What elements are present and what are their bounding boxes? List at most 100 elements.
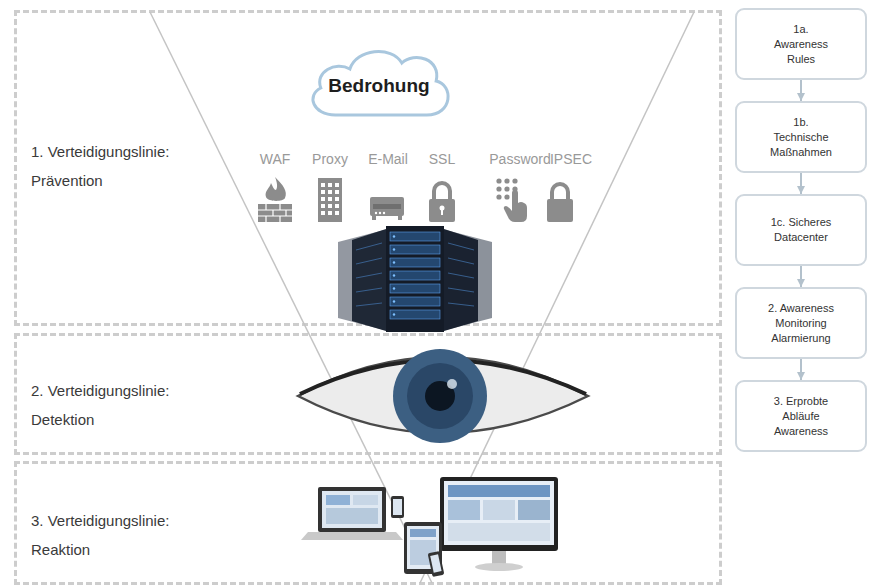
threat-cloud: Bedrohung <box>300 39 458 123</box>
proxy-icon <box>318 178 342 222</box>
server-rack <box>390 258 440 267</box>
icon-label-slot: Password <box>489 151 550 167</box>
box-label: 3. Erprobte Abläufe Awareness <box>766 394 836 439</box>
server-rack <box>393 274 395 276</box>
padlock-icon <box>434 183 450 200</box>
keypad-icon <box>504 190 527 222</box>
proxy-icon <box>335 197 339 201</box>
server-rack <box>448 273 474 278</box>
devices-illustration <box>410 529 436 537</box>
padlock-icon <box>429 199 455 222</box>
server-rack <box>390 297 440 306</box>
proxy-icon <box>321 183 325 187</box>
box-label: 1c. Sicheres Datacenter <box>766 215 836 245</box>
padlock-icon <box>547 199 573 222</box>
firewall-icon <box>258 204 292 222</box>
funnel-lines <box>150 12 432 583</box>
keypad-icon <box>512 178 517 183</box>
process-box: 1a. Awareness Rules <box>735 8 867 80</box>
devices-illustration <box>301 532 403 540</box>
devices-illustration <box>301 477 558 577</box>
icon-label: IPSEC <box>550 151 592 167</box>
server-rack <box>356 243 382 250</box>
proxy-icon <box>321 190 325 194</box>
firewall-icon <box>265 204 266 210</box>
server-rack <box>356 258 382 264</box>
keypad-icon <box>504 186 509 191</box>
padlock-icon <box>441 209 443 215</box>
server-rack <box>390 284 440 293</box>
devices-illustration <box>353 495 378 505</box>
flow-arrow <box>800 80 802 101</box>
server-rack <box>448 258 474 264</box>
server-rack <box>393 313 395 315</box>
mail-appliance-icon <box>383 212 385 214</box>
icon-label-slot: E-Mail <box>368 151 408 167</box>
mail-appliance-icon <box>372 216 376 220</box>
keypad-icon <box>504 178 509 183</box>
firewall-icon <box>258 215 292 216</box>
band-label: 1. Verteidigungslinie: Prävention <box>31 137 211 195</box>
proxy-icon <box>328 197 332 201</box>
server-rack <box>352 229 386 331</box>
box-label: 2. Awareness Monitoring Alarmierung <box>766 301 836 346</box>
firewall-icon <box>279 204 280 210</box>
devices-illustration <box>326 495 350 505</box>
server-rack <box>386 226 444 332</box>
devices-illustration <box>444 481 554 545</box>
server-rack <box>338 226 492 332</box>
keypad-icon <box>512 186 517 191</box>
server-rack <box>356 303 382 306</box>
devices-illustration <box>326 508 378 524</box>
devices-illustration <box>448 523 550 541</box>
devices-illustration <box>428 551 445 577</box>
defense-band: 2. Verteidigungslinie: Detektion <box>14 333 722 455</box>
icon-label-slot: WAF <box>260 151 291 167</box>
devices-illustration <box>448 485 550 497</box>
keypad-icon <box>496 194 501 199</box>
keypad-icon <box>496 178 501 183</box>
eye-illustration <box>298 349 588 443</box>
funnel-lines <box>420 12 694 583</box>
server-rack <box>390 310 440 319</box>
server-rack <box>446 230 492 330</box>
icon-label: Proxy <box>312 151 348 167</box>
mail-appliance-icon <box>398 216 402 220</box>
icon-label: Password <box>489 151 550 167</box>
devices-illustration <box>407 526 439 569</box>
server-rack <box>338 230 384 330</box>
band-label: 3. Verteidigungslinie: Reaktion <box>31 506 211 564</box>
padlock-icon <box>440 206 445 211</box>
devices-illustration <box>430 554 441 572</box>
icon-label-slot: SSL <box>429 151 455 167</box>
defense-band: 1. Verteidigungslinie: Prävention Bedrohu… <box>14 10 722 326</box>
devices-illustration <box>440 477 558 551</box>
eye-illustration <box>298 357 588 433</box>
mail-appliance-icon <box>370 197 404 216</box>
server-rack <box>448 288 474 292</box>
firewall-icon <box>279 216 280 222</box>
flow-arrow <box>800 359 802 380</box>
devices-illustration <box>404 522 442 574</box>
proxy-icon <box>328 183 332 187</box>
cloud-label: Bedrohung <box>328 65 429 97</box>
proxy-icon <box>335 190 339 194</box>
proxy-icon <box>321 211 325 215</box>
funnel-lines <box>150 12 694 583</box>
server-rack <box>393 261 395 263</box>
flow-arrow <box>800 266 802 287</box>
process-box: 1b. Technische Maßnahmen <box>735 101 867 173</box>
firewall-icon <box>265 216 266 222</box>
process-box: 2. Awareness Monitoring Alarmierung <box>735 287 867 359</box>
server-rack <box>448 243 474 250</box>
server-rack <box>448 303 474 306</box>
defense-band: 3. Verteidigungslinie: Reaktion <box>14 461 722 585</box>
server-rack <box>390 271 440 280</box>
mail-appliance-icon <box>375 212 377 214</box>
devices-illustration <box>448 500 480 520</box>
server-rack <box>444 229 478 331</box>
proxy-icon <box>321 204 325 208</box>
icon-label-slot: Proxy <box>312 151 348 167</box>
server-rack <box>393 300 395 302</box>
icon-label: SSL <box>429 151 455 167</box>
